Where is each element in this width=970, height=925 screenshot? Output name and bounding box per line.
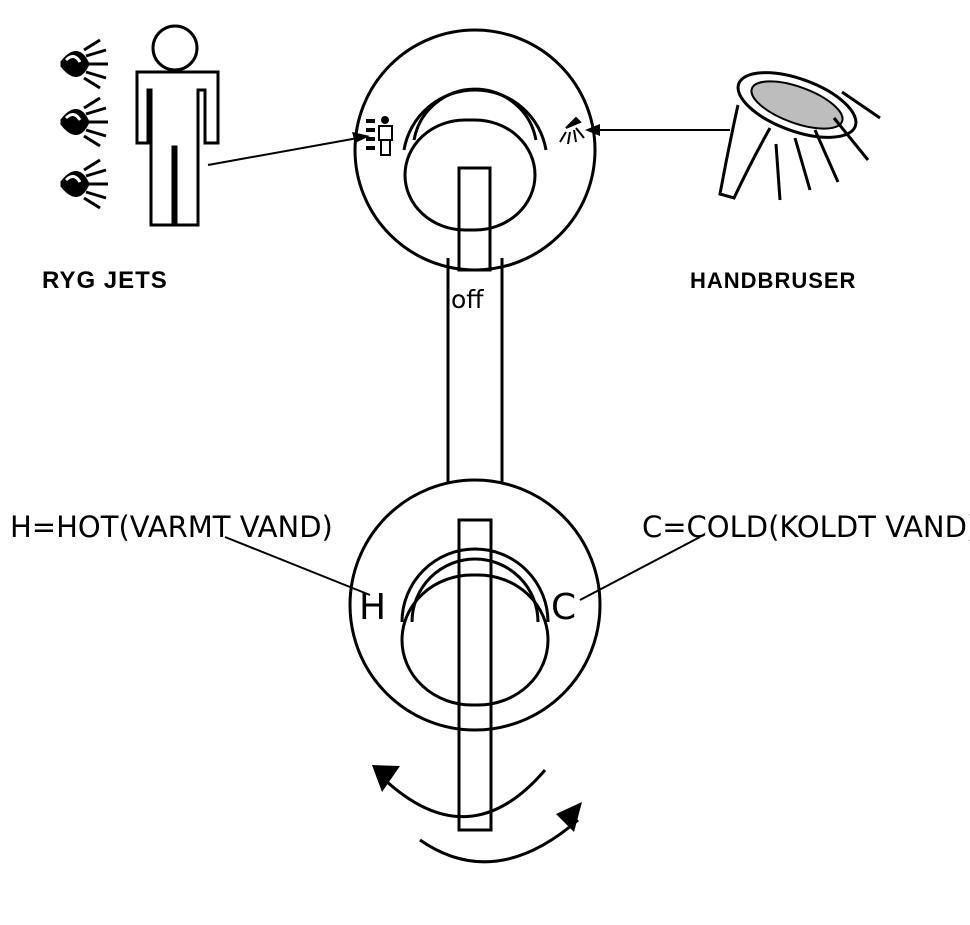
cold-legend: C=COLD(KOLDT VAND)	[642, 510, 970, 544]
rotation-arrows-icon	[372, 765, 582, 864]
off-label: off	[451, 285, 484, 314]
back-jet-nozzle-icon	[60, 158, 108, 210]
hand-shower-icon	[718, 71, 881, 201]
hot-legend: H=HOT(VARMT VAND)	[10, 510, 333, 544]
person-icon	[135, 24, 220, 227]
valve-body	[446, 258, 504, 484]
hot-mark: H	[359, 587, 386, 628]
hand-shower-pointer-arrow	[585, 124, 730, 136]
back-jets-label: RYG JETS	[42, 267, 168, 294]
person-icon	[366, 116, 393, 156]
hand-shower-icon	[559, 116, 585, 145]
back-jet-nozzle-icon	[60, 96, 108, 148]
back-jet-pointer-arrow	[207, 132, 370, 166]
diverter-valve	[353, 28, 597, 272]
cold-mark: C	[551, 587, 576, 628]
hot-pointer-line	[224, 536, 371, 596]
cold-pointer-line	[579, 536, 701, 601]
back-jet-nozzle-icon	[60, 38, 108, 90]
temperature-mixer	[348, 478, 602, 832]
hand-shower-label: HANDBRUSER	[690, 268, 856, 293]
